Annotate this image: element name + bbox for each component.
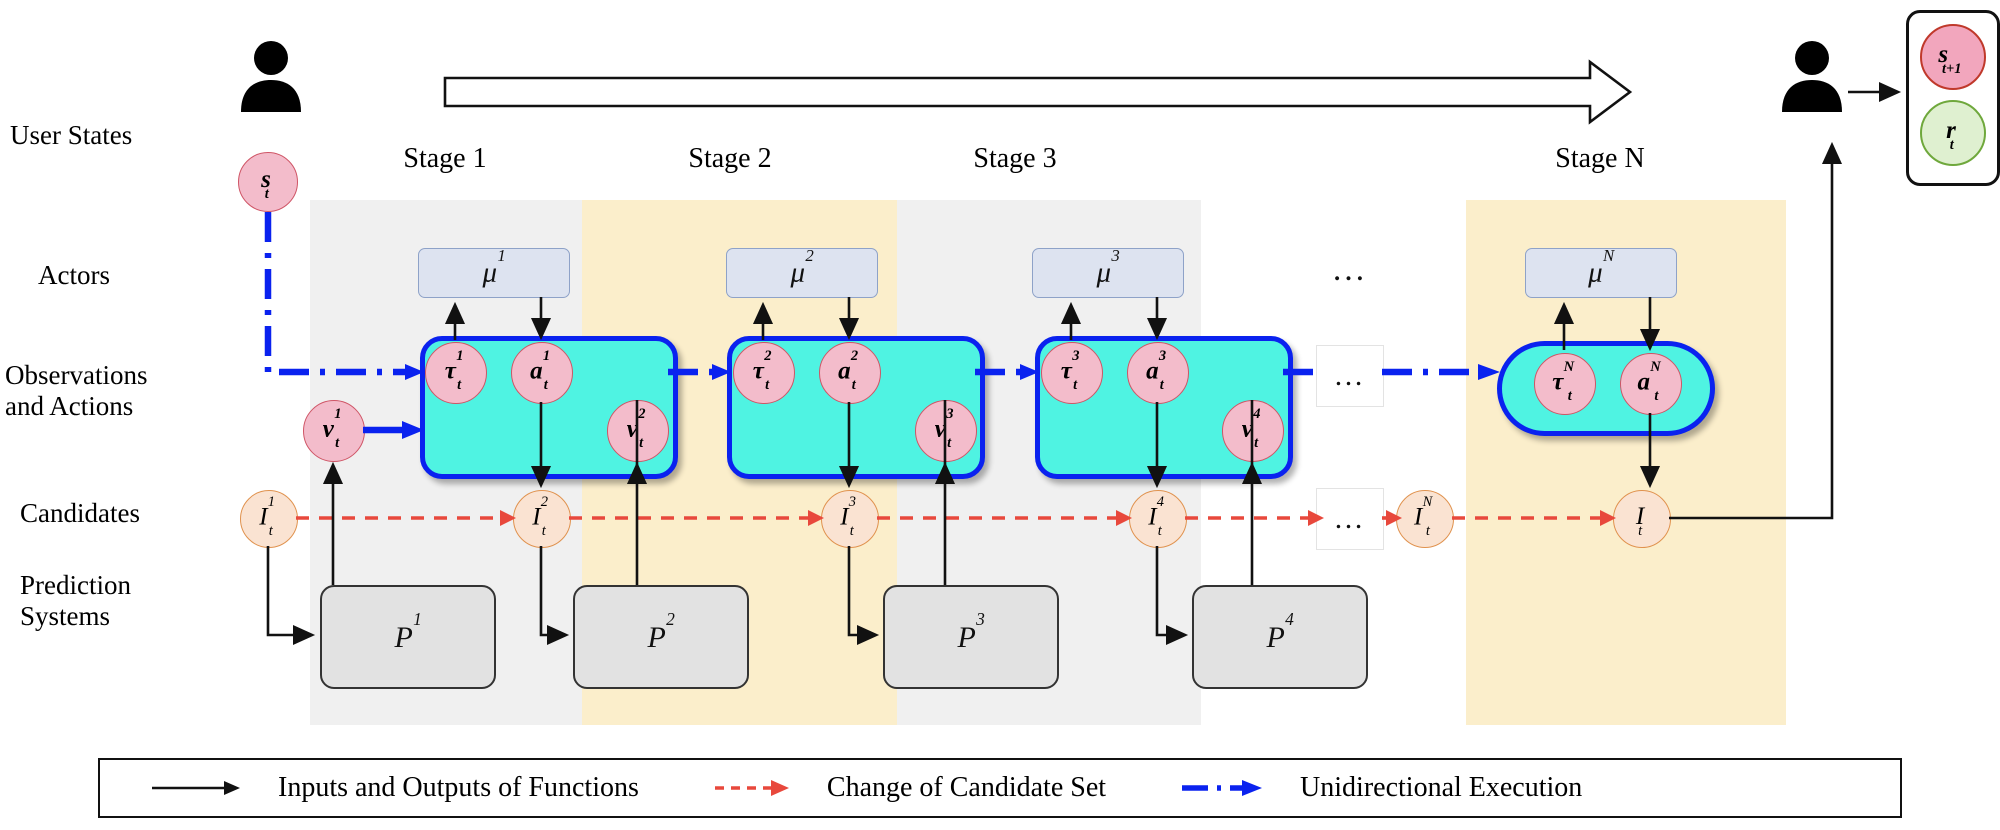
legend-label-inputs-outputs: Inputs and Outputs of Functions bbox=[278, 772, 639, 803]
ellipsis-actors: … bbox=[1331, 251, 1369, 288]
stage-caption-3: Stage 3 bbox=[973, 143, 1057, 174]
node-v-1: v1t bbox=[303, 400, 365, 462]
mu-box-2: μ2 bbox=[726, 246, 878, 298]
row-label-prediction-systems: Prediction Systems bbox=[20, 570, 131, 632]
prediction-box-4: P4 bbox=[1192, 585, 1368, 689]
row-label-observations-and-actions: Observations and Actions bbox=[5, 360, 148, 422]
node-tau-3: τ3t bbox=[1041, 342, 1103, 404]
legend-item-unidirectional-execution: Unidirectional Execution bbox=[1180, 772, 1582, 804]
node-candidate-1: I1t bbox=[240, 490, 298, 548]
node-candidate-final: It bbox=[1613, 490, 1671, 548]
node-v-2: v2t bbox=[607, 400, 669, 462]
node-s-t: st bbox=[238, 152, 298, 212]
prediction-box-3: P3 bbox=[883, 585, 1059, 689]
mu-box-1: μ1 bbox=[418, 246, 570, 298]
row-label-user-states: User States bbox=[10, 120, 133, 150]
node-a-3: a3t bbox=[1127, 342, 1189, 404]
row-label-actors: Actors bbox=[38, 260, 110, 290]
node-v-3: v3t bbox=[915, 400, 977, 462]
legend: Inputs and Outputs of Functions Change o… bbox=[98, 758, 1902, 818]
node-candidate-4: I4t bbox=[1129, 490, 1187, 548]
node-a-n: aNt bbox=[1620, 353, 1682, 415]
node-v-4: v4t bbox=[1222, 400, 1284, 462]
solid-black-arrow-icon bbox=[152, 781, 240, 795]
node-reward: rt bbox=[1920, 100, 1986, 166]
dashdot-blue-arrow-icon bbox=[1182, 780, 1263, 796]
legend-label-unidirectional-execution: Unidirectional Execution bbox=[1300, 772, 1583, 803]
mu-box-n: μN bbox=[1525, 246, 1677, 298]
node-tau-2: τ2t bbox=[733, 342, 795, 404]
node-candidate-n: INt bbox=[1396, 490, 1454, 548]
node-next-state: st+1 bbox=[1920, 24, 1986, 90]
user-person-icon-right bbox=[1778, 40, 1846, 117]
node-candidate-2: I2t bbox=[513, 490, 571, 548]
row-label-candidates: Candidates bbox=[20, 498, 140, 528]
ellipsis-candidates: … bbox=[1316, 488, 1384, 550]
stage-caption-1: Stage 1 bbox=[403, 143, 487, 174]
timeline-arrow bbox=[443, 59, 1633, 125]
prediction-box-2: P2 bbox=[573, 585, 749, 689]
node-tau-1: τ1t bbox=[425, 342, 487, 404]
ellipsis-observations: … bbox=[1316, 345, 1384, 407]
mu-box-3: μ3 bbox=[1032, 246, 1184, 298]
legend-item-inputs-outputs: Inputs and Outputs of Functions bbox=[150, 772, 639, 804]
node-tau-n: τNt bbox=[1534, 353, 1596, 415]
stage-caption-2: Stage 2 bbox=[688, 143, 772, 174]
node-candidate-3: I3t bbox=[821, 490, 879, 548]
actor-capsule-n bbox=[1497, 341, 1715, 436]
legend-label-candidate-change: Change of Candidate Set bbox=[826, 772, 1107, 803]
node-a-2: a2t bbox=[819, 342, 881, 404]
stage-caption-n: Stage N bbox=[1555, 143, 1645, 174]
user-person-icon-left bbox=[237, 40, 305, 117]
legend-item-candidate-change: Change of Candidate Set bbox=[713, 772, 1106, 804]
dashed-red-arrow-icon bbox=[714, 780, 789, 796]
prediction-box-1: P1 bbox=[320, 585, 496, 689]
node-a-1: a1t bbox=[511, 342, 573, 404]
node-s-t-label: st bbox=[261, 166, 271, 202]
